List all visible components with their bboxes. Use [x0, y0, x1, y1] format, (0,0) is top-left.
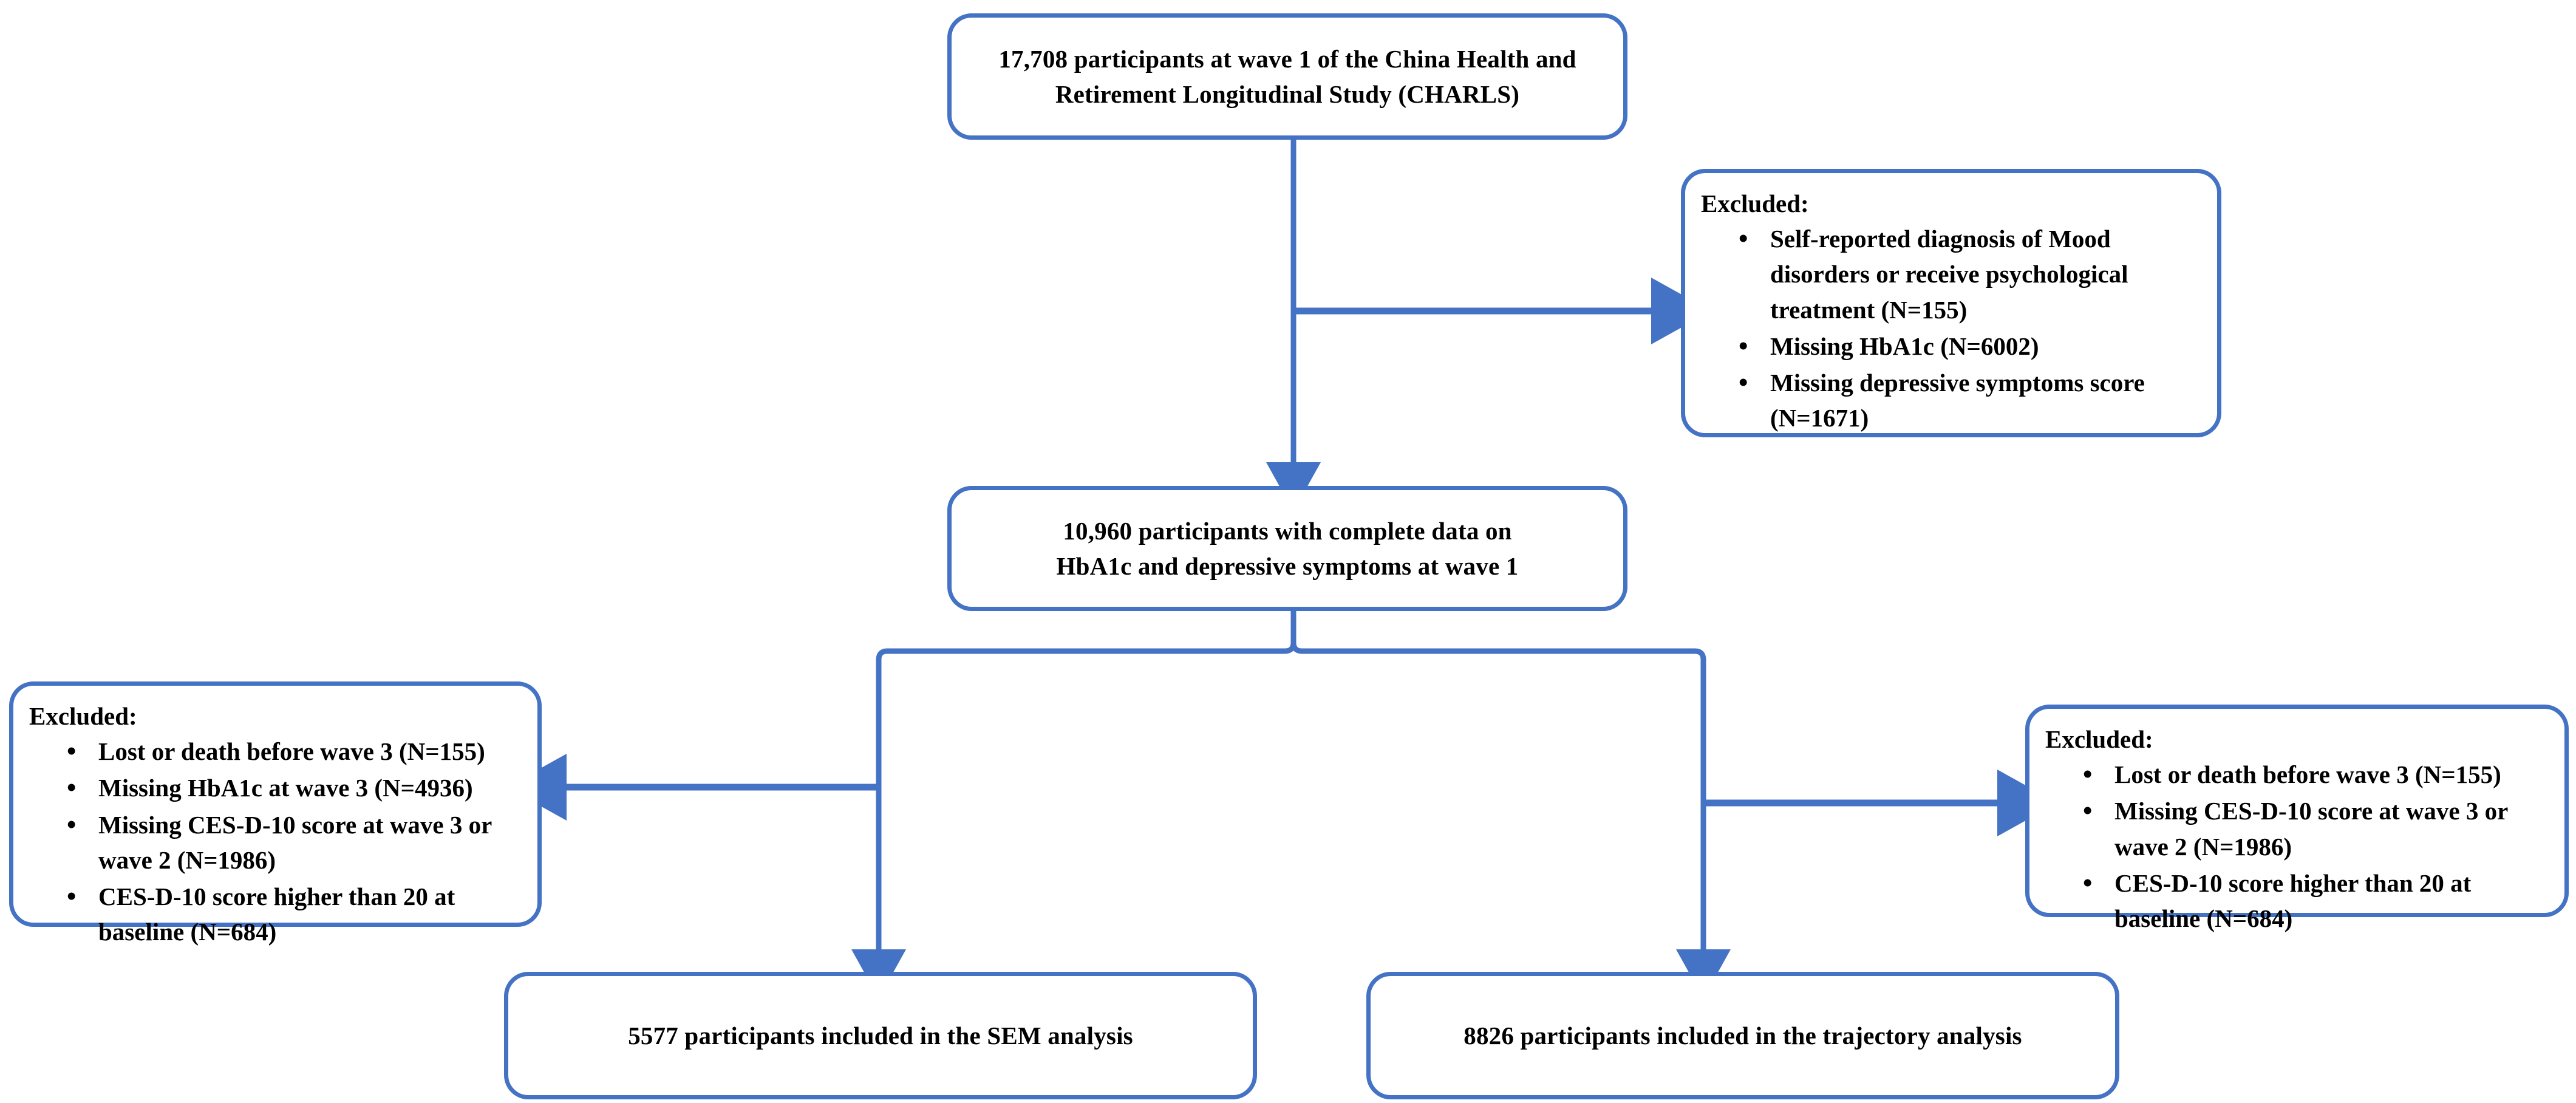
list-item: Missing CES-D-10 score at wave 3 or wave… — [67, 806, 523, 878]
excluded-wave1-heading: Excluded: — [1701, 190, 1809, 217]
node-baseline-cohort-text: 17,708 participants at wave 1 of the Chi… — [998, 41, 1576, 112]
node-sem-analysis-text: 5577 participants included in the SEM an… — [628, 1021, 1133, 1050]
node-excluded-trajectory: Excluded: Lost or death before wave 3 (N… — [2025, 705, 2569, 932]
excluded-wave1-list: Self-reported diagnosis of Mood disorder… — [1701, 220, 2203, 435]
node-complete-data-line2: HbA1c and depressive symptoms at wave 1 — [1056, 552, 1519, 580]
node-sem-analysis: 5577 participants included in the SEM an… — [504, 972, 1257, 1099]
list-item: Missing CES-D-10 score at wave 3 or wave… — [2083, 792, 2550, 864]
list-item: CES-D-10 score higher than 20 at baselin… — [2083, 864, 2550, 936]
node-complete-data: 10,960 participants with complete data o… — [947, 486, 1627, 611]
node-baseline-cohort: 17,708 participants at wave 1 of the Chi… — [947, 13, 1627, 140]
node-complete-data-text: 10,960 participants with complete data o… — [1057, 513, 1519, 584]
list-item: Missing depressive symptoms score (N=167… — [1739, 364, 2203, 435]
connector-complete-split — [851, 611, 1731, 999]
list-item: CES-D-10 score higher than 20 at baselin… — [67, 878, 523, 949]
node-complete-data-line1: 10,960 participants with complete data o… — [1063, 516, 1512, 545]
list-item: Missing HbA1c at wave 3 (N=4936) — [67, 769, 523, 807]
node-trajectory-analysis-text: 8826 participants included in the trajec… — [1463, 1021, 2022, 1050]
list-item: Lost or death before wave 3 (N=155) — [67, 732, 523, 771]
excluded-sem-list: Lost or death before wave 3 (N=155) Miss… — [29, 732, 523, 949]
node-baseline-cohort-line1: 17,708 participants at wave 1 of the Chi… — [998, 44, 1576, 73]
node-excluded-sem: Excluded: Lost or death before wave 3 (N… — [9, 681, 542, 946]
node-excluded-wave1: Excluded: Self-reported diagnosis of Moo… — [1681, 169, 2221, 437]
list-item: Self-reported diagnosis of Mood disorder… — [1739, 220, 2203, 327]
node-baseline-cohort-line2: Retirement Longitudinal Study (CHARLS) — [1055, 80, 1520, 108]
list-item: Lost or death before wave 3 (N=155) — [2083, 756, 2550, 794]
excluded-trajectory-list: Lost or death before wave 3 (N=155) Miss… — [2045, 756, 2550, 936]
list-item: Missing HbA1c (N=6002) — [1739, 327, 2203, 366]
node-trajectory-analysis: 8826 participants included in the trajec… — [1366, 972, 2119, 1099]
excluded-trajectory-heading: Excluded: — [2045, 725, 2153, 753]
excluded-sem-heading: Excluded: — [29, 702, 137, 730]
